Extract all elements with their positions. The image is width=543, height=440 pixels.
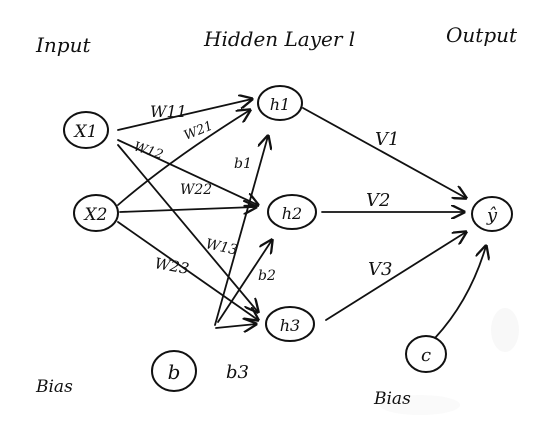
weight-label-w23: W23 bbox=[153, 254, 190, 278]
edge-b-h1 bbox=[214, 136, 268, 326]
edge-x1-h3 bbox=[117, 144, 258, 312]
weight-label-b3: b3 bbox=[226, 362, 249, 383]
weight-label-b1: b1 bbox=[234, 156, 252, 172]
node-x1-label: X1 bbox=[73, 122, 98, 142]
node-y-hat-label: ŷ bbox=[486, 205, 498, 226]
edge-x2-h3 bbox=[117, 221, 258, 320]
weight-label-w13: W13 bbox=[204, 236, 239, 258]
node-x2: X2 bbox=[73, 194, 119, 232]
edge-x1-h1 bbox=[117, 99, 252, 131]
weight-label-w21: W21 bbox=[182, 119, 215, 144]
node-bias-c: c bbox=[405, 335, 447, 373]
node-x1: X1 bbox=[63, 111, 109, 149]
input-layer-heading: Input bbox=[35, 33, 91, 57]
edge-x1-h2 bbox=[117, 139, 258, 205]
edge-b-h3 bbox=[215, 324, 256, 328]
node-h2: h2 bbox=[267, 194, 317, 230]
bias-caption-left: Bias bbox=[35, 377, 73, 397]
node-h2-label: h2 bbox=[282, 204, 302, 223]
weight-label-w11: W11 bbox=[150, 102, 187, 121]
weight-label-b2: b2 bbox=[258, 268, 276, 284]
node-h1-label: h1 bbox=[270, 95, 290, 114]
weight-label-w12: W12 bbox=[132, 140, 165, 164]
weight-label-v1: V1 bbox=[375, 129, 399, 150]
output-layer-heading: Output bbox=[446, 23, 518, 47]
paper-smudge bbox=[380, 308, 519, 415]
node-h1: h1 bbox=[257, 85, 303, 121]
node-bias-b: b bbox=[151, 350, 197, 392]
edge-h3-y bbox=[325, 232, 466, 321]
weight-label-w22: W22 bbox=[180, 182, 212, 198]
node-bias-c-label: c bbox=[421, 345, 431, 366]
edge-b-h2 bbox=[217, 240, 272, 323]
bias-caption-right: Bias bbox=[373, 389, 411, 409]
weight-label-v3: V3 bbox=[368, 259, 392, 280]
edge-x2-h1 bbox=[117, 110, 250, 206]
hidden-layer-heading: Hidden Layer l bbox=[203, 27, 355, 51]
edge-h1-y bbox=[302, 107, 466, 198]
node-h3-label: h3 bbox=[280, 316, 300, 335]
node-y-hat: ŷ bbox=[471, 196, 513, 232]
edge-c-y bbox=[434, 246, 486, 339]
edge-x2-h2 bbox=[119, 207, 256, 212]
weight-label-v2: V2 bbox=[366, 190, 390, 211]
node-bias-b-label: b bbox=[168, 360, 181, 384]
node-h3: h3 bbox=[265, 306, 315, 342]
node-x2-label: X2 bbox=[83, 205, 108, 225]
